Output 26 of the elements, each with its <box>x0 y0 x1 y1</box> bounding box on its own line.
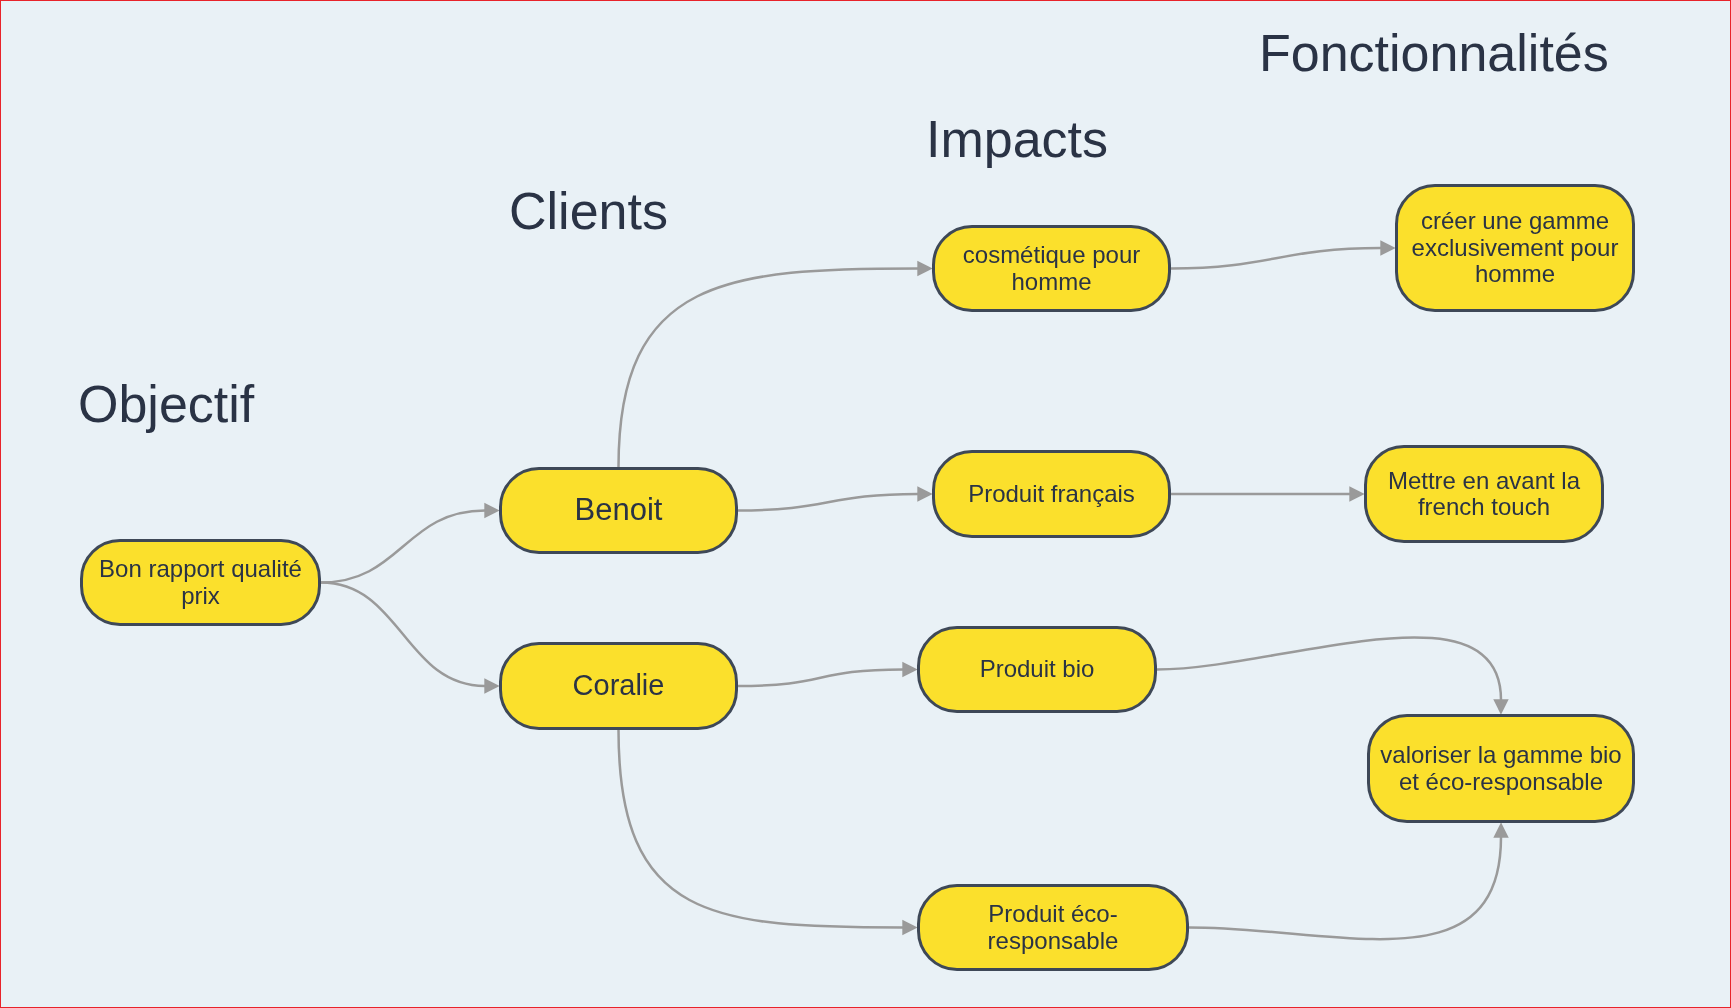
node-text: Mettre en avant la french touch <box>1386 467 1582 521</box>
node-text: Produit français <box>968 480 1135 508</box>
node-text: Benoit <box>574 493 663 528</box>
arrow <box>617 729 918 936</box>
arrow <box>1188 822 1509 941</box>
rounded-node <box>1364 445 1604 543</box>
node-text: Bon rapport qualité prix <box>98 556 303 609</box>
node-text: Produit éco-responsable <box>986 901 1120 954</box>
node-text: valoriser la gamme bio et éco-responsable <box>1379 742 1623 795</box>
arrow <box>1156 636 1509 715</box>
node-text: Coralie <box>572 670 665 702</box>
arrow <box>1170 240 1396 270</box>
rounded-node <box>932 450 1171 538</box>
arrow <box>737 486 933 512</box>
arrow <box>320 581 500 694</box>
rounded-node <box>1395 184 1635 312</box>
rounded-node <box>499 642 738 730</box>
arrow <box>1171 486 1365 502</box>
column-heading: Clients <box>509 185 668 237</box>
rounded-node <box>1367 714 1635 823</box>
node-text: Produit bio <box>979 656 1095 683</box>
arrow <box>617 260 933 468</box>
column-heading: Fonctionnalités <box>1259 27 1609 79</box>
arrow <box>737 661 918 688</box>
node-text: créer une gamme exclusivement pour homme <box>1410 208 1620 288</box>
node-text: cosmétique pour homme <box>961 242 1142 295</box>
